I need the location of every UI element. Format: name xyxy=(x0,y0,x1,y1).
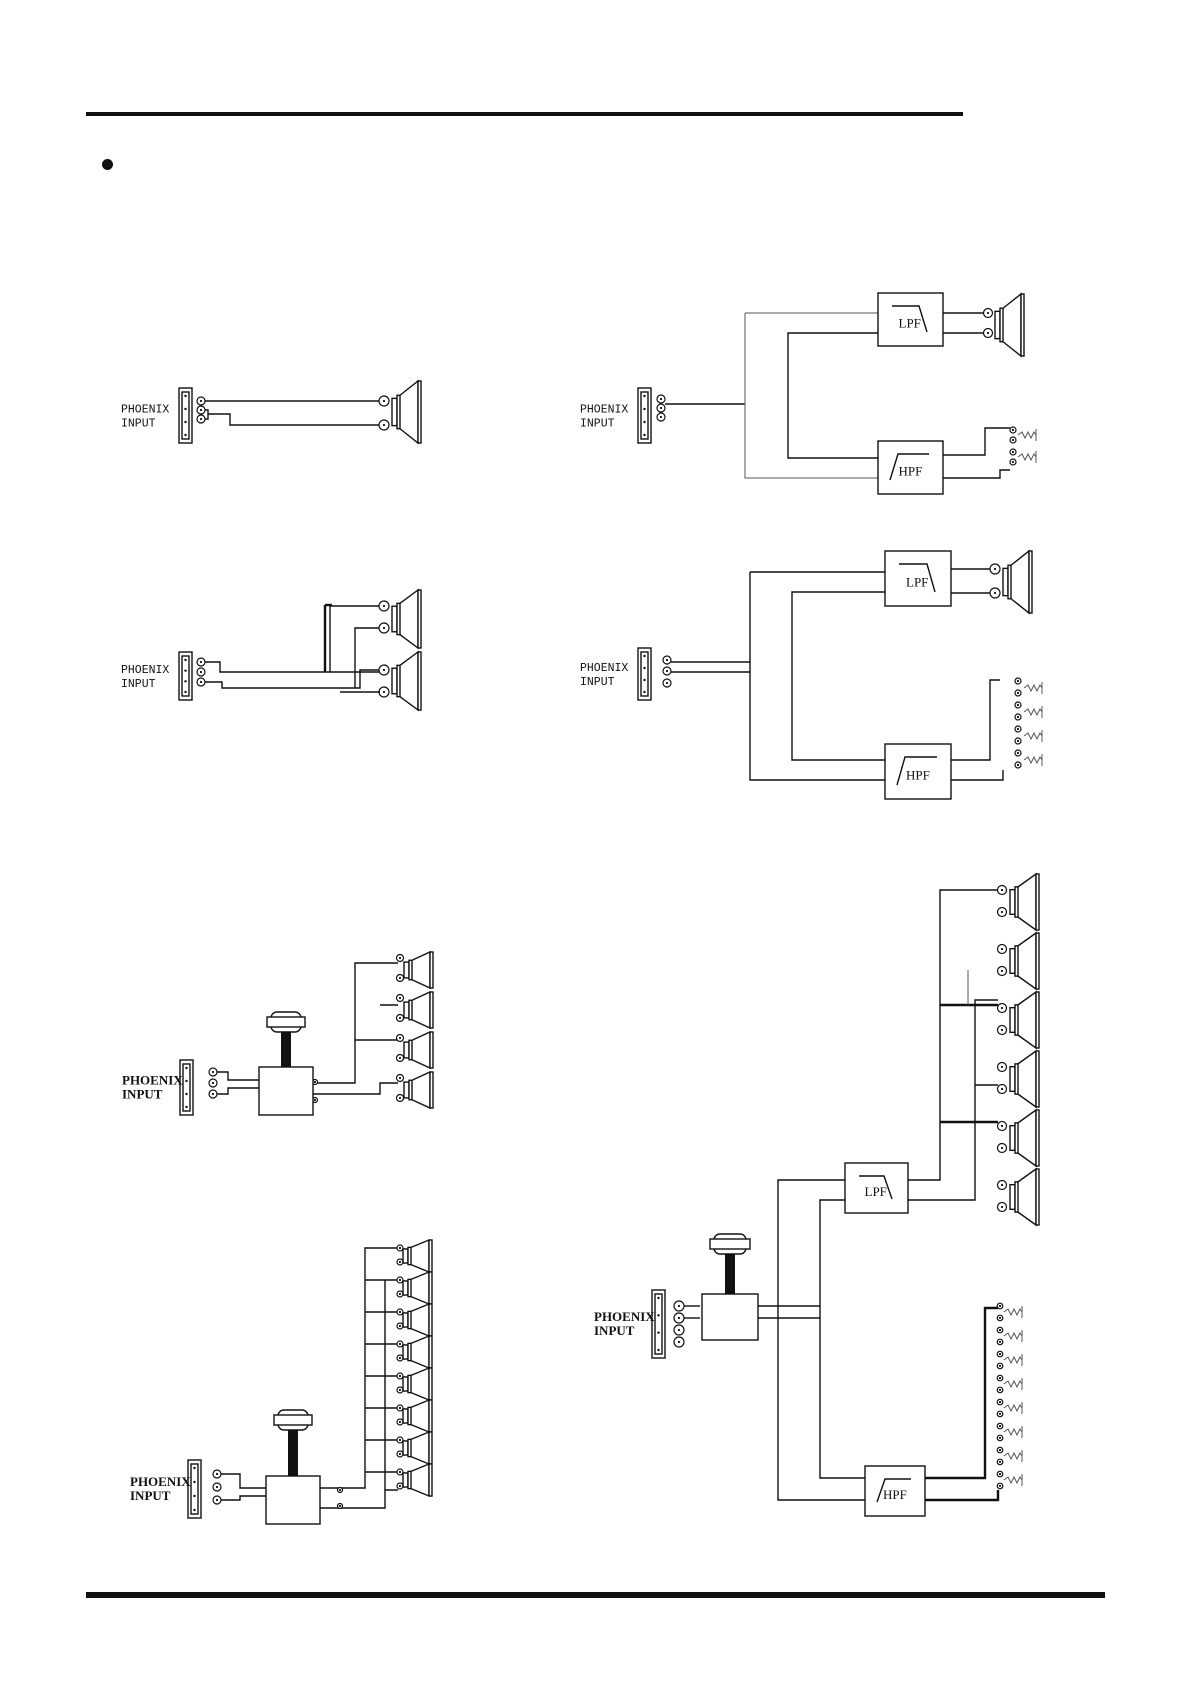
transformer-icon xyxy=(259,1012,313,1115)
speaker-icon xyxy=(995,294,1024,356)
input-label: INPUT xyxy=(130,1488,171,1503)
phoenix-label: PHOENIX xyxy=(130,1474,191,1489)
speaker-icon xyxy=(403,1240,432,1272)
diagram-transformer-crossover-large xyxy=(674,886,1007,1501)
speaker-icon xyxy=(403,1336,432,1368)
speaker-icon xyxy=(1010,1110,1039,1166)
lpf-filter-icon: LPF xyxy=(885,551,951,606)
hpf-label: HPF xyxy=(906,768,930,783)
speaker-icon xyxy=(1010,1051,1039,1107)
tweeter-icon xyxy=(1024,706,1042,718)
diagram-two-speakers xyxy=(197,601,389,697)
tweeter-icon xyxy=(1004,1306,1022,1318)
hpf-label: HPF xyxy=(883,1487,907,1502)
lpf-label: LPF xyxy=(899,316,921,331)
diagram-crossover-small xyxy=(657,309,1016,479)
lpf-label: LPF xyxy=(865,1184,887,1199)
input-label: INPUT xyxy=(122,1087,163,1102)
tweeter-icon xyxy=(1018,429,1036,441)
speaker-icon xyxy=(1010,874,1039,930)
diagram-crossover-medium xyxy=(663,564,1021,780)
speaker-icon xyxy=(404,1072,433,1108)
transformer-icon xyxy=(702,1234,758,1340)
input-label: INPUT xyxy=(580,676,615,689)
tweeter-icon xyxy=(1024,682,1042,694)
speaker-icon xyxy=(1003,551,1032,613)
speaker-icon xyxy=(392,381,421,443)
phoenix-label: PHOENIX xyxy=(122,1073,183,1088)
tweeter-icon xyxy=(1018,451,1036,463)
tweeter-icon xyxy=(1004,1426,1022,1438)
hpf-filter-icon: HPF xyxy=(885,744,951,799)
phoenix-label: PHOENIX xyxy=(121,664,169,677)
input-label: INPUT xyxy=(594,1323,635,1338)
speaker-icon xyxy=(403,1304,432,1336)
input-label: INPUT xyxy=(121,678,156,691)
speaker-icon xyxy=(1010,933,1039,989)
lpf-filter-icon: LPF xyxy=(845,1163,908,1213)
speaker-icon xyxy=(392,652,421,710)
tweeter-icon xyxy=(1004,1450,1022,1462)
hpf-label: HPF xyxy=(899,464,923,479)
speaker-icon xyxy=(392,590,421,648)
tweeter-icon xyxy=(1024,730,1042,742)
lpf-filter-icon: LPF xyxy=(878,293,943,346)
speaker-icon xyxy=(1010,992,1039,1048)
tweeter-icon xyxy=(1004,1402,1022,1414)
phoenix-label: PHOENIX xyxy=(594,1309,655,1324)
tweeter-icon xyxy=(1004,1378,1022,1390)
speaker-icon xyxy=(404,1032,433,1068)
tweeter-icon xyxy=(1024,754,1042,766)
speaker-icon xyxy=(403,1432,432,1464)
diagram-single-speaker xyxy=(197,396,389,430)
speaker-icon xyxy=(403,1272,432,1304)
diagram-transformer-eight xyxy=(213,1245,403,1511)
hpf-filter-icon: HPF xyxy=(878,441,943,494)
speaker-icon xyxy=(404,952,433,988)
speaker-icon xyxy=(403,1464,432,1496)
tweeter-icon xyxy=(1004,1354,1022,1366)
phoenix-label: PHOENIX xyxy=(580,662,628,675)
hpf-filter-icon: HPF xyxy=(865,1466,925,1516)
speaker-icon xyxy=(404,992,433,1028)
phoenix-label: PHOENIX xyxy=(121,404,169,417)
lpf-label: LPF xyxy=(906,575,928,590)
transformer-icon xyxy=(266,1410,320,1524)
speaker-icon xyxy=(403,1400,432,1432)
phoenix-label: PHOENIX xyxy=(580,404,628,417)
input-label: INPUT xyxy=(121,418,156,431)
tweeter-icon xyxy=(1004,1330,1022,1342)
speaker-icon xyxy=(1010,1169,1039,1225)
speaker-icon xyxy=(403,1368,432,1400)
input-label: INPUT xyxy=(580,418,615,431)
tweeter-icon xyxy=(1004,1474,1022,1486)
